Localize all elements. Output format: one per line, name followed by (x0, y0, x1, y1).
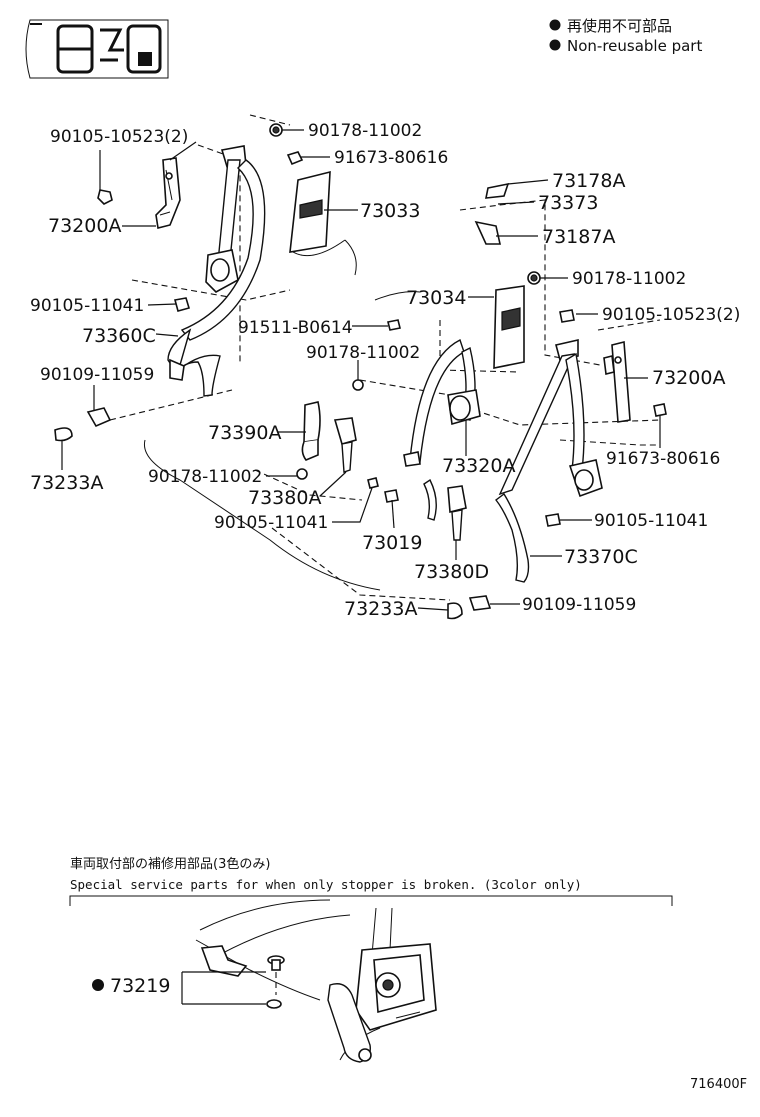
legend-en-text: Non-reusable part (567, 37, 702, 55)
vehicle-seat-icon (25, 19, 169, 79)
special-note-jp: 車両取付部の補修用部品(3色のみ) (70, 856, 270, 872)
part-label: 73178A (552, 170, 625, 192)
legend: 再使用不可部品 Non-reusable part (549, 17, 702, 55)
special-note-en: Special service parts for when only stop… (70, 877, 582, 892)
part-label: 73373 (538, 192, 598, 214)
part-label: 90105-11041 (594, 511, 708, 531)
legend-bullet-icon (549, 19, 561, 31)
part-label: 73033 (360, 200, 420, 222)
legend-jp-text: 再使用不可部品 (567, 17, 672, 35)
part-label: 73233A (344, 598, 417, 620)
leader-lines (61, 129, 661, 611)
part-label-special: 73219 (110, 975, 170, 997)
part-label: 91673-80616 (606, 449, 720, 469)
legend-bullet-icon (549, 39, 561, 51)
part-label: 73200A (48, 215, 121, 237)
part-label: 73200A (652, 367, 725, 389)
part-label: 90105-10523(2) (50, 127, 188, 147)
part-label: 73320A (442, 455, 515, 477)
part-label: 90178-11002 (308, 121, 422, 141)
part-label: 90178-11002 (572, 269, 686, 289)
part-label: 91673-80616 (334, 148, 448, 168)
special-service-section: 車両取付部の補修用部品(3色のみ) Special service parts … (69, 856, 673, 1063)
part-label: 73187A (542, 226, 615, 248)
part-label: 90105-11041 (214, 513, 328, 533)
right-seatbelt-assembly (403, 182, 667, 620)
part-label: 73390A (208, 422, 281, 444)
part-label: 90109-11059 (40, 365, 154, 385)
part-label: 90178-11002 (306, 343, 420, 363)
non-reusable-bullet-icon (92, 979, 104, 991)
part-label: 90105-10523(2) (602, 305, 740, 325)
part-label: 73019 (362, 532, 422, 554)
part-label: 73380A (248, 487, 321, 509)
part-label: 73360C (82, 325, 156, 347)
illustration-code: 716400F (690, 1077, 747, 1092)
part-labels: 90105-10523(2) 73200A 90178-11002 91673-… (30, 121, 740, 620)
part-label: 90109-11059 (522, 595, 636, 615)
part-label: 73380D (414, 561, 489, 583)
center-buckles (296, 319, 467, 541)
part-label: 73370C (564, 546, 638, 568)
part-label: 73233A (30, 472, 103, 494)
part-label: 90105-11041 (30, 296, 144, 316)
part-label: 90178-11002 (148, 467, 262, 487)
part-label: 73034 (406, 287, 466, 309)
left-seatbelt-assembly (54, 123, 331, 442)
part-label: 91511-B0614 (238, 318, 353, 338)
